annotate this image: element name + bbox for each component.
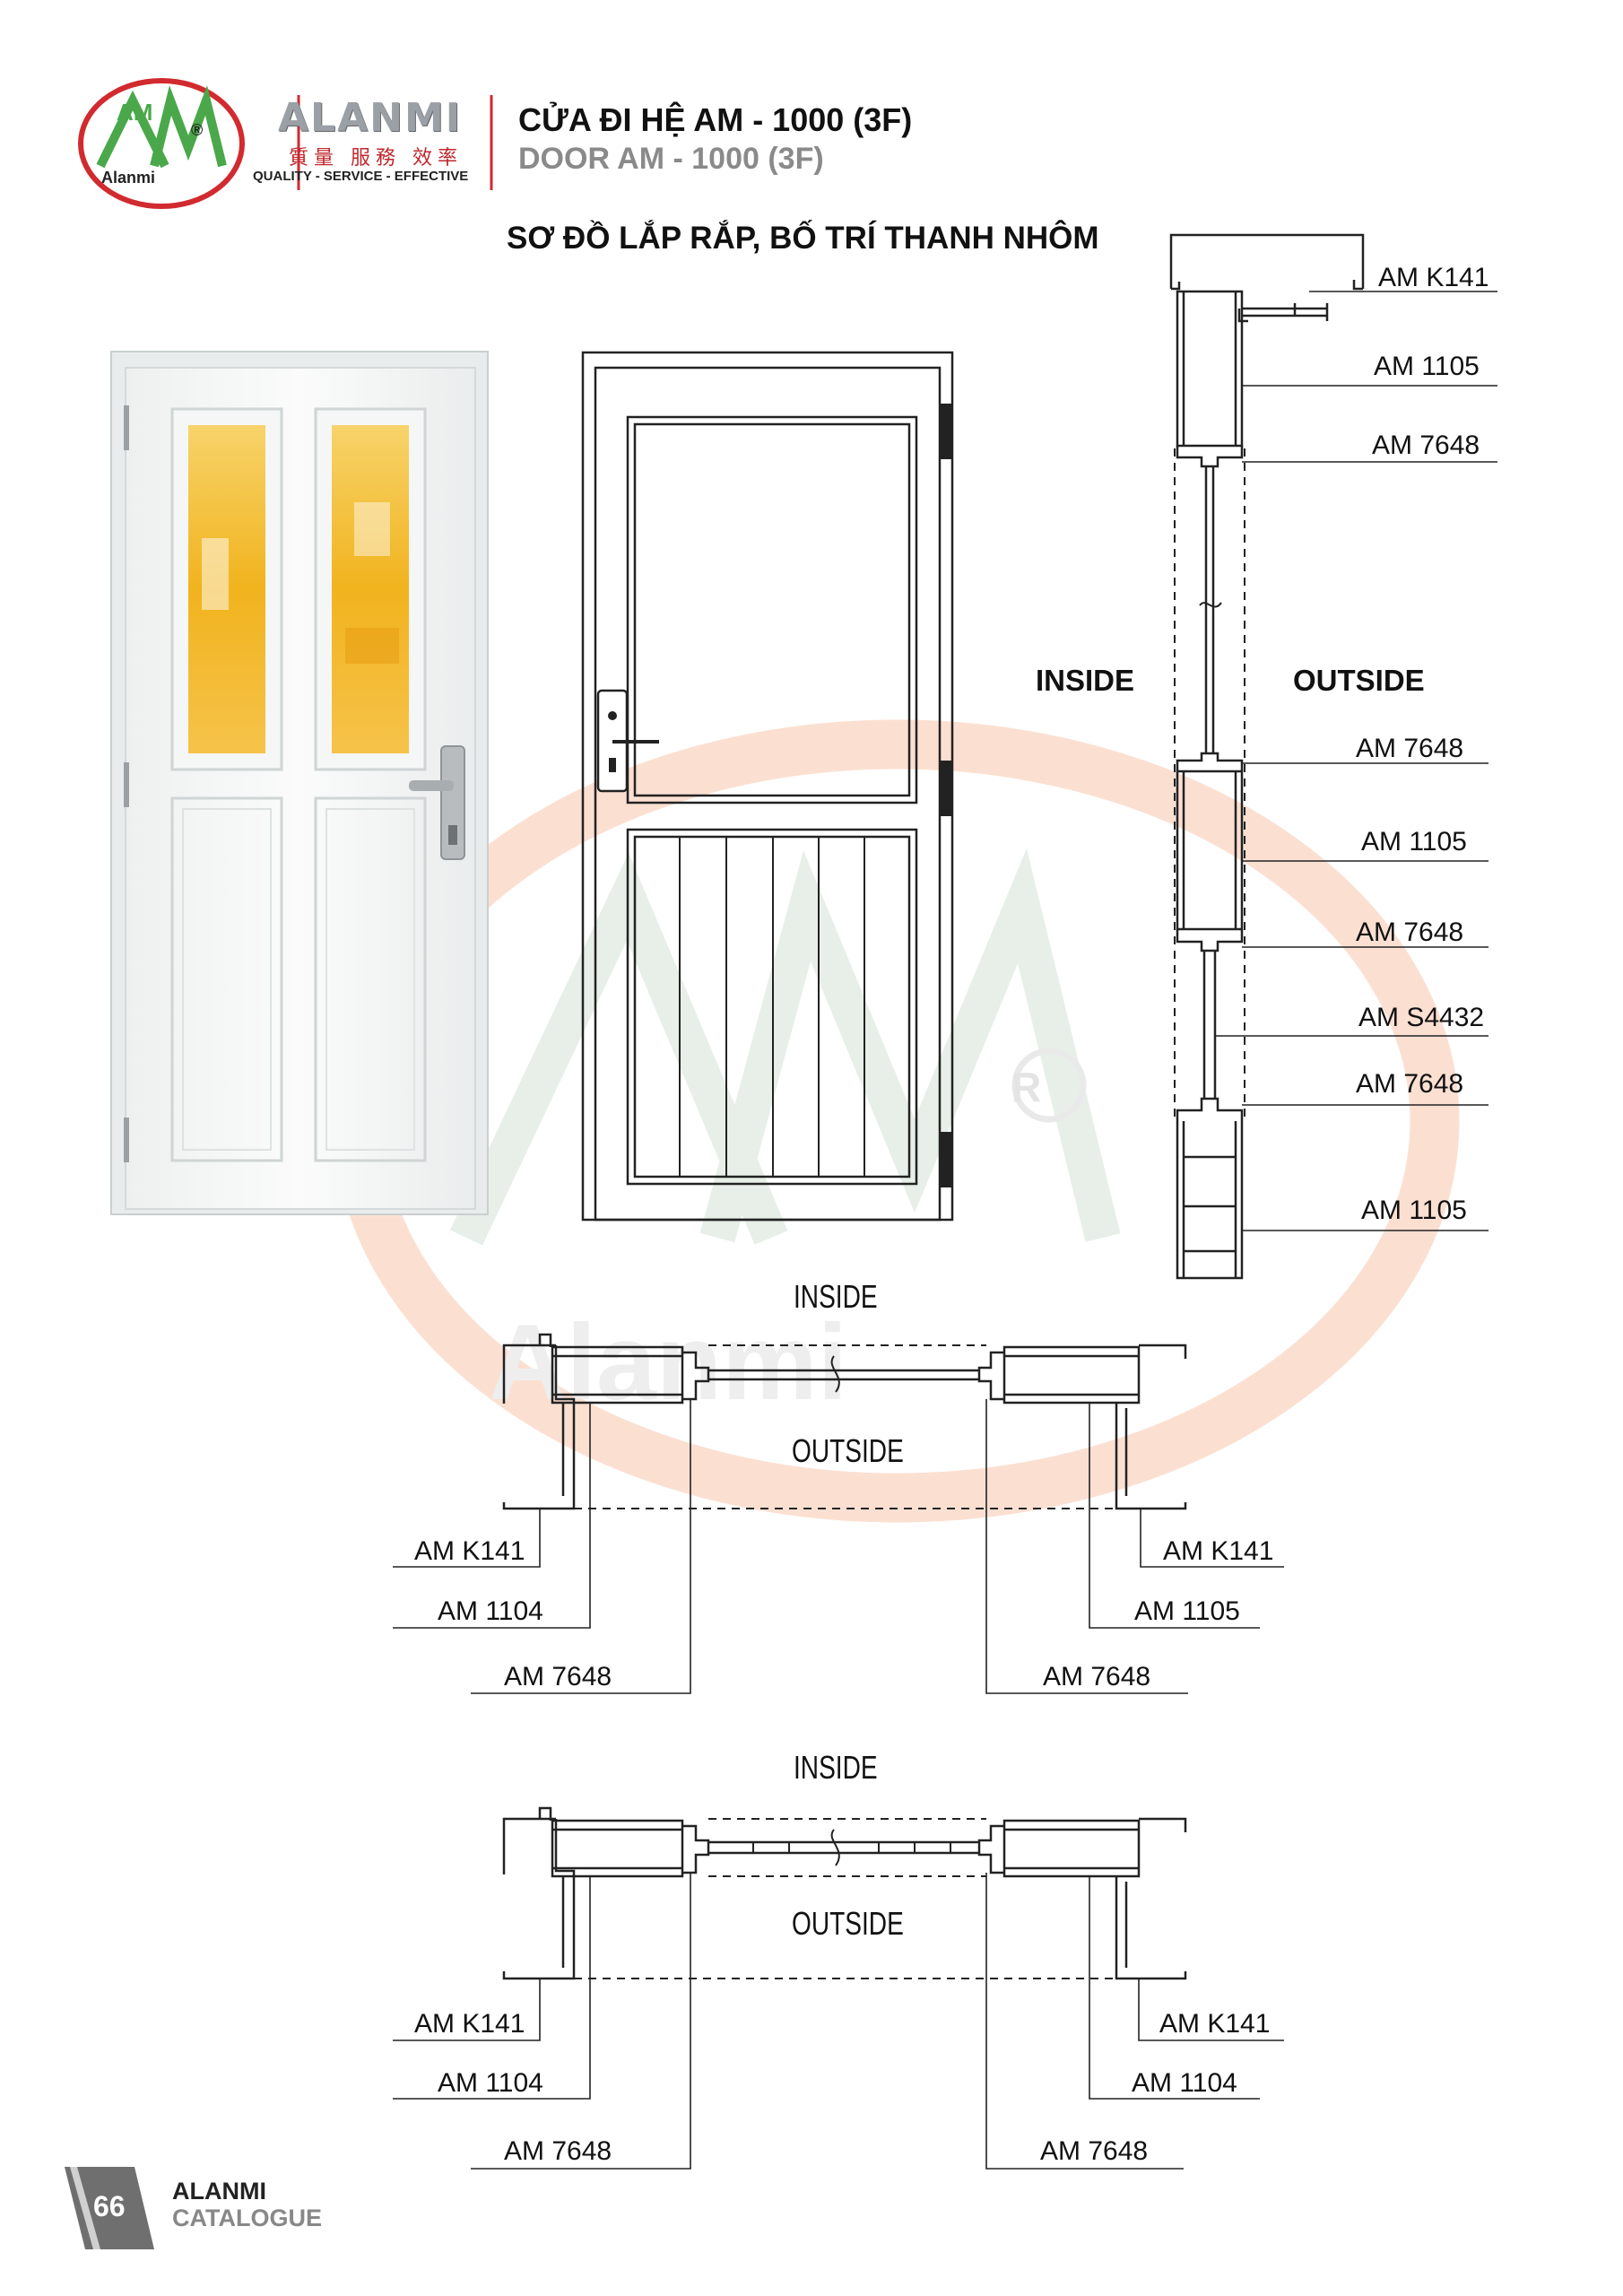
vs-callout-k141: AM K141 bbox=[1378, 263, 1489, 292]
hs2-left-bead bbox=[682, 1824, 710, 1874]
hs2-infill-ticks bbox=[752, 1842, 951, 1853]
brand-chinese: 質量 服務 效率 bbox=[289, 147, 463, 170]
elevation-handle bbox=[596, 689, 659, 793]
door-photo bbox=[110, 351, 489, 1215]
logo-a-stroke bbox=[96, 90, 169, 169]
hs2-left-callout-k141: AM K141 bbox=[414, 2009, 525, 2039]
page-number: 66 bbox=[93, 2190, 126, 2222]
vs-bead-2 bbox=[1176, 752, 1244, 771]
elevation-lower-slats bbox=[679, 837, 865, 1177]
hs2-left-callout-7648: AM 7648 bbox=[504, 2136, 612, 2166]
logo-mark-text: AM bbox=[117, 99, 153, 126]
hs1-right-stile bbox=[1002, 1345, 1141, 1405]
footer-subtitle: CATALOGUE bbox=[172, 2205, 322, 2231]
vs-bead-1 bbox=[1176, 446, 1244, 468]
hs1-left-stile bbox=[551, 1345, 684, 1405]
hs2-right-frame-top bbox=[1139, 1817, 1187, 1832]
hs2-dashed-guides bbox=[574, 1818, 1116, 1979]
hs2-left-stile bbox=[551, 1819, 684, 1878]
logo-graphic bbox=[78, 78, 493, 209]
elevation-upper-panel bbox=[626, 415, 918, 804]
vs-mid-rail bbox=[1176, 770, 1244, 931]
vs-bottom-rail bbox=[1176, 1121, 1244, 1280]
logo-m-stroke bbox=[150, 85, 227, 168]
door-photo-glass-right bbox=[314, 407, 427, 771]
door-elevation-drawing bbox=[581, 351, 954, 1222]
hs1-left-bead bbox=[682, 1351, 710, 1401]
hs2-left-callout-1104: AM 1104 bbox=[438, 2068, 543, 2098]
hs1-dashed-guides bbox=[574, 1344, 1116, 1509]
watermark-registered-letter: R bbox=[1011, 1064, 1041, 1110]
hs2-right-callout-7648: AM 7648 bbox=[1040, 2136, 1149, 2166]
vs-callout-7648-2: AM 7648 bbox=[1356, 734, 1464, 763]
hs1-leader-lines bbox=[393, 1399, 1284, 1694]
brand-name: ALANMI bbox=[278, 95, 463, 141]
hs2-right-callout-k141: AM K141 bbox=[1159, 2009, 1271, 2039]
door-photo-glass-left bbox=[170, 407, 283, 771]
hs1-left-callout-1104: AM 1104 bbox=[438, 1596, 543, 1626]
logo-wordmark: Alanmi bbox=[101, 169, 156, 187]
door-photo-hinges bbox=[124, 405, 129, 1162]
title-en: DOOR AM - 1000 (3F) bbox=[518, 142, 824, 176]
title-vn: CỬA ĐI HỆ AM - 1000 (3F) bbox=[518, 101, 913, 138]
vs-outside-label: OUTSIDE bbox=[1293, 664, 1425, 697]
vs-callout-7648-1: AM 7648 bbox=[1372, 430, 1480, 460]
vs-bead-3 bbox=[1176, 929, 1244, 952]
vs-inside-label: INSIDE bbox=[1036, 664, 1135, 697]
vs-bead-4 bbox=[1176, 1097, 1244, 1121]
hs1-right-callout-k141: AM K141 bbox=[1163, 1536, 1274, 1566]
elevation-hinges bbox=[939, 404, 951, 1187]
hs2-outside-label: OUTSIDE bbox=[792, 1905, 904, 1942]
vs-leader-lines bbox=[1215, 291, 1497, 1231]
hs2-right-callout-1104: AM 1104 bbox=[1132, 2068, 1237, 2098]
hs2-right-bead bbox=[977, 1824, 1004, 1874]
vertical-section-drawing bbox=[1169, 233, 1497, 1280]
hs1-right-frame-top bbox=[1139, 1344, 1187, 1359]
hs1-inside-label: INSIDE bbox=[794, 1278, 878, 1315]
hs1-right-bead bbox=[977, 1351, 1004, 1401]
vs-callout-7648-3: AM 7648 bbox=[1356, 918, 1464, 947]
hs1-outside-label: OUTSIDE bbox=[792, 1432, 904, 1469]
watermark-registered bbox=[1011, 1048, 1087, 1123]
hs2-left-frame-top bbox=[502, 1817, 556, 1874]
logo-ring bbox=[78, 78, 245, 209]
vs-callout-1105-bottom: AM 1105 bbox=[1361, 1196, 1467, 1225]
hs1-left-frame-top bbox=[502, 1344, 556, 1404]
vs-callout-s4432: AM S4432 bbox=[1358, 1003, 1485, 1032]
page-number-tab bbox=[65, 2167, 154, 2249]
door-photo-panel-left bbox=[170, 796, 283, 1162]
hs2-right-stile bbox=[1002, 1819, 1141, 1878]
hs1-left-callout-k141: AM K141 bbox=[414, 1536, 525, 1566]
door-photo-panel-right bbox=[314, 796, 427, 1162]
vs-callout-7648-4: AM 7648 bbox=[1356, 1069, 1464, 1099]
hs2-inside-label: INSIDE bbox=[794, 1749, 878, 1786]
elevation-lower-panel bbox=[626, 828, 918, 1186]
logo-registered-sign: ® bbox=[191, 121, 204, 139]
vs-dashed-guides bbox=[1174, 448, 1245, 1121]
vs-callout-1105-top: AM 1105 bbox=[1374, 352, 1480, 381]
brand-tagline: QUALITY - SERVICE - EFFECTIVE bbox=[253, 169, 469, 184]
hs1-right-callout-1105: AM 1105 bbox=[1134, 1596, 1240, 1626]
page-heading: SƠ ĐỒ LẮP RẮP, BỐ TRÍ THANH NHÔM bbox=[507, 221, 1099, 256]
hs1-left-callout-7648: AM 7648 bbox=[504, 1662, 612, 1692]
hs2-leader-lines bbox=[393, 1873, 1284, 2170]
elevation-upper-glass bbox=[633, 422, 911, 797]
footer-brand: ALANMI bbox=[172, 2178, 266, 2205]
door-photo-handle bbox=[409, 745, 465, 860]
hs1-right-callout-7648: AM 7648 bbox=[1043, 1662, 1151, 1692]
vs-callout-1105-mid: AM 1105 bbox=[1361, 827, 1467, 857]
vs-head-frame bbox=[1169, 233, 1365, 289]
vs-top-rail bbox=[1176, 290, 1244, 448]
